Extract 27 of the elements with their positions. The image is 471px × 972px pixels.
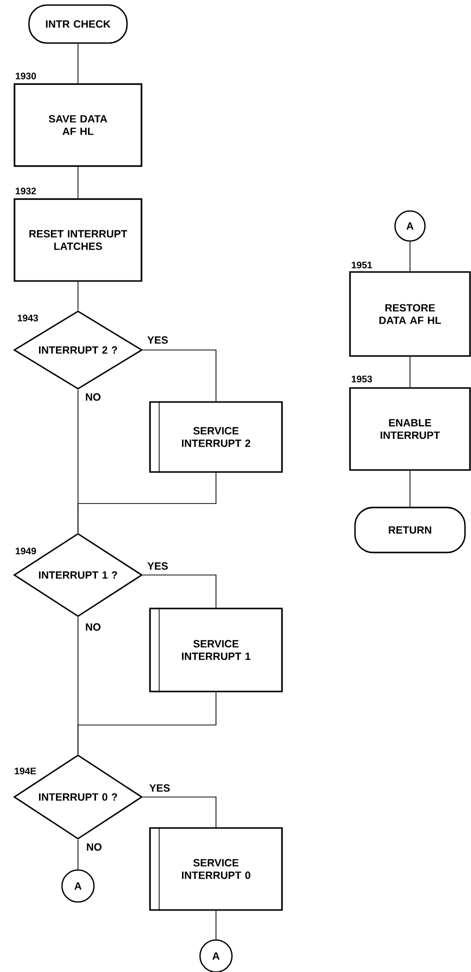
address-label: 1949 bbox=[16, 548, 36, 554]
connector-line bbox=[142, 796, 216, 828]
connector-line bbox=[78, 472, 216, 534]
address-label: 1943 bbox=[18, 314, 38, 322]
subroutine-box: SERVICE INTERRUPT 1 bbox=[149, 607, 283, 693]
edge-label: YES bbox=[149, 784, 170, 792]
edge-label: NO bbox=[86, 843, 102, 851]
address-label: 1953 bbox=[352, 376, 372, 382]
process-box: RESTORE DATA AF HL bbox=[349, 271, 471, 357]
connector-line bbox=[78, 692, 216, 755]
address-label: 194E bbox=[14, 768, 36, 774]
terminal-box: INTR CHECK bbox=[28, 4, 128, 44]
subroutine-box: SERVICE INTERRUPT 0 bbox=[149, 826, 283, 912]
edge-label: NO bbox=[86, 623, 100, 631]
address-label: 1932 bbox=[16, 188, 36, 194]
connector-line bbox=[142, 574, 216, 608]
edge-label: YES bbox=[147, 336, 168, 344]
terminal-box: RETURN bbox=[354, 506, 466, 554]
process-box: RESET INTERRUPT LATCHES bbox=[14, 198, 142, 282]
subroutine-box: SERVICE INTERRUPT 2 bbox=[149, 400, 283, 474]
process-box: ENABLE INTERRUPT bbox=[349, 387, 471, 471]
edge-label: NO bbox=[86, 393, 100, 401]
connector-line bbox=[142, 350, 216, 402]
address-label: 1930 bbox=[16, 72, 36, 80]
edge-label: YES bbox=[147, 562, 168, 570]
address-label: 1951 bbox=[352, 262, 372, 268]
process-box: SAVE DATA AF HL bbox=[14, 83, 142, 167]
